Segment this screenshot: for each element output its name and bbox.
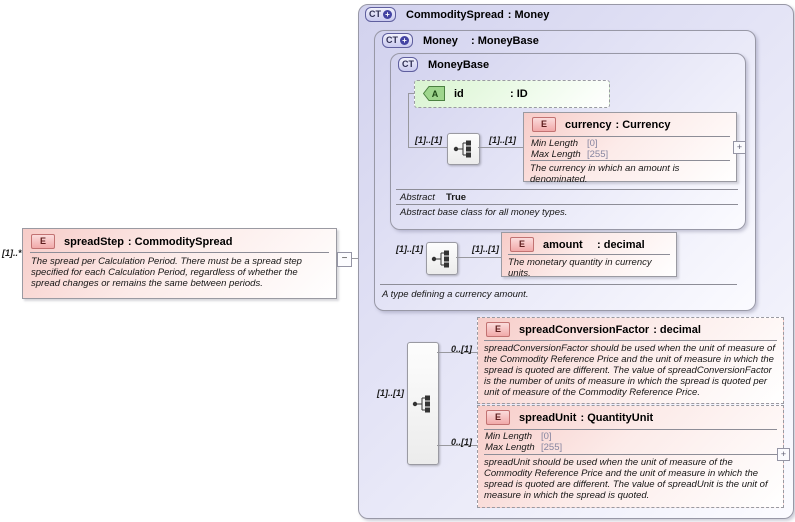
element-type: : CommoditySpread xyxy=(127,235,233,248)
element-spreadconversionfactor[interactable]: E spreadConversionFactor : decimal sprea… xyxy=(477,317,784,404)
abstract-value: True xyxy=(446,192,467,203)
attribute-icon: A xyxy=(423,86,445,101)
attribute-type: : ID xyxy=(510,87,528,100)
element-spreadunit[interactable]: E spreadUnit : QuantityUnit Min Length [0… xyxy=(477,405,784,508)
element-type: : decimal xyxy=(597,238,645,251)
sequence-icon[interactable] xyxy=(426,242,458,275)
element-spreadstep[interactable]: E spreadStep : CommoditySpread The sprea… xyxy=(22,228,337,299)
connector-currency xyxy=(478,147,523,148)
money-doc: A type defining a currency amount. xyxy=(382,289,529,300)
element-name: spreadUnit xyxy=(519,411,577,424)
svg-text:A: A xyxy=(432,89,439,99)
cardinality-scf: 0..[1] xyxy=(451,344,473,354)
attribute-id[interactable]: A id : ID xyxy=(414,80,610,108)
element-icon: E xyxy=(486,410,510,425)
complextype-derived-icon: CT+ xyxy=(382,33,413,48)
element-currency[interactable]: E currency : Currency Min Length [0] Max … xyxy=(523,112,737,185)
cardinality-currency-left: [1]..[1] xyxy=(415,135,442,145)
complextype-base: : Money xyxy=(507,8,550,21)
facet-value: [0] xyxy=(587,138,598,149)
cardinality-amount-right: [1]..[1] xyxy=(472,244,499,254)
element-icon: E xyxy=(31,234,55,249)
facet-label: Min Length xyxy=(531,138,579,149)
facet-value: [255] xyxy=(587,148,609,160)
complextype-name: MoneyBase xyxy=(428,58,490,71)
attribute-name: id xyxy=(454,87,464,100)
element-doc: The spread per Calculation Period. There… xyxy=(31,256,302,289)
cardinality-extension-seq: [1]..[1] xyxy=(377,388,404,398)
element-icon: E xyxy=(532,117,556,132)
element-name: currency xyxy=(565,118,612,131)
connector-amount xyxy=(456,257,501,258)
complextype-derived-icon: CT+ xyxy=(365,7,396,22)
element-type: : decimal xyxy=(653,323,701,336)
expand-toggle-icon[interactable]: + xyxy=(733,141,746,154)
element-name: spreadStep xyxy=(64,235,124,248)
cardinality-spreadunit: 0..[1] xyxy=(451,437,473,447)
connector-currency-seq xyxy=(408,147,447,148)
element-icon: E xyxy=(486,322,510,337)
collapse-toggle-icon[interactable]: − xyxy=(337,252,352,267)
connector-attr-trunk xyxy=(408,93,409,148)
element-doc: The currency in which an amount is denom… xyxy=(530,163,680,185)
element-type: : QuantityUnit xyxy=(580,411,654,424)
cardinality-spreadstep: [1]..* xyxy=(2,248,22,258)
connector-attr xyxy=(408,93,415,94)
cardinality-currency-right: [1]..[1] xyxy=(489,135,516,145)
facet-value: [255] xyxy=(541,441,563,453)
facet-label: Max Length xyxy=(485,441,535,453)
sequence-icon[interactable] xyxy=(407,342,439,465)
connector-spreadunit xyxy=(437,445,477,446)
facet-label: Min Length xyxy=(485,431,533,442)
complextype-icon: CT xyxy=(398,57,418,72)
moneybase-doc: Abstract base class for all money types. xyxy=(400,207,568,218)
element-doc: The monetary quantity in currency units. xyxy=(508,257,652,279)
abstract-label: Abstract xyxy=(400,192,435,203)
element-type: : Currency xyxy=(615,118,671,131)
facet-value: [0] xyxy=(541,431,552,442)
connector-scf xyxy=(437,352,477,353)
expand-toggle-icon[interactable]: + xyxy=(777,448,790,461)
complextype-base: : MoneyBase xyxy=(471,34,539,47)
element-name: amount xyxy=(543,238,583,251)
facet-label: Max Length xyxy=(531,148,581,160)
element-icon: E xyxy=(510,237,534,252)
complextype-name: CommoditySpread xyxy=(406,8,504,21)
complextype-name: Money xyxy=(423,34,458,47)
element-amount[interactable]: E amount : decimal The monetary quantity… xyxy=(501,232,677,279)
element-doc: spreadUnit should be used when the unit … xyxy=(484,457,768,501)
sequence-icon[interactable] xyxy=(447,133,480,165)
cardinality-amount-left: [1]..[1] xyxy=(396,244,423,254)
element-doc: spreadConversionFactor should be used wh… xyxy=(484,343,775,398)
element-name: spreadConversionFactor xyxy=(519,323,650,336)
